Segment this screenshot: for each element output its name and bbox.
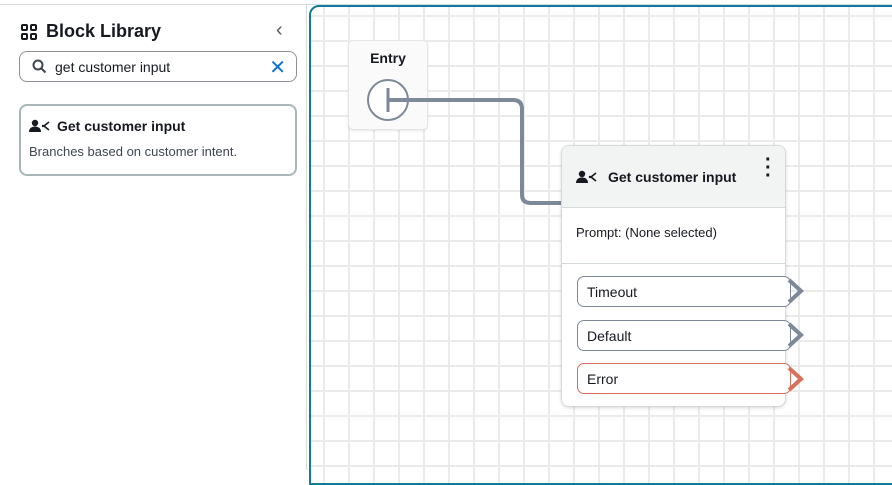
branch-timeout[interactable]: Timeout [577, 276, 791, 307]
block-result-card[interactable]: Get customer input Branches based on cus… [19, 104, 297, 176]
divider [562, 263, 785, 264]
block-prompt: Prompt: (None selected) [576, 225, 717, 240]
clear-search-icon[interactable]: ✕ [269, 57, 286, 79]
customer-input-icon [576, 170, 597, 183]
search-field[interactable]: ✕ [19, 51, 297, 82]
entry-node[interactable]: Entry [348, 40, 428, 130]
block-title: Get customer input [608, 168, 737, 185]
block-result-description: Branches based on customer intent. [29, 144, 238, 159]
search-input[interactable] [55, 58, 255, 75]
chevron-left-icon[interactable]: ‹ [276, 19, 283, 41]
grid-icon [21, 23, 37, 40]
customer-input-icon [29, 119, 50, 132]
entry-label: Entry [370, 50, 406, 66]
panel-title-text: Block Library [46, 21, 162, 41]
more-options-icon[interactable]: ··· [765, 149, 772, 187]
branch-error[interactable]: Error [577, 363, 791, 394]
top-divider [0, 4, 892, 5]
get-customer-input-block[interactable]: Get customer input ··· Prompt: (None sel… [561, 145, 791, 407]
block-result-title: Get customer input [57, 118, 186, 134]
search-icon [32, 59, 47, 74]
panel-title: Block Library [20, 21, 161, 42]
branch-default[interactable]: Default [577, 320, 791, 351]
block-library-panel: Block Library ‹ ✕ Get customer input Bra… [0, 5, 307, 470]
